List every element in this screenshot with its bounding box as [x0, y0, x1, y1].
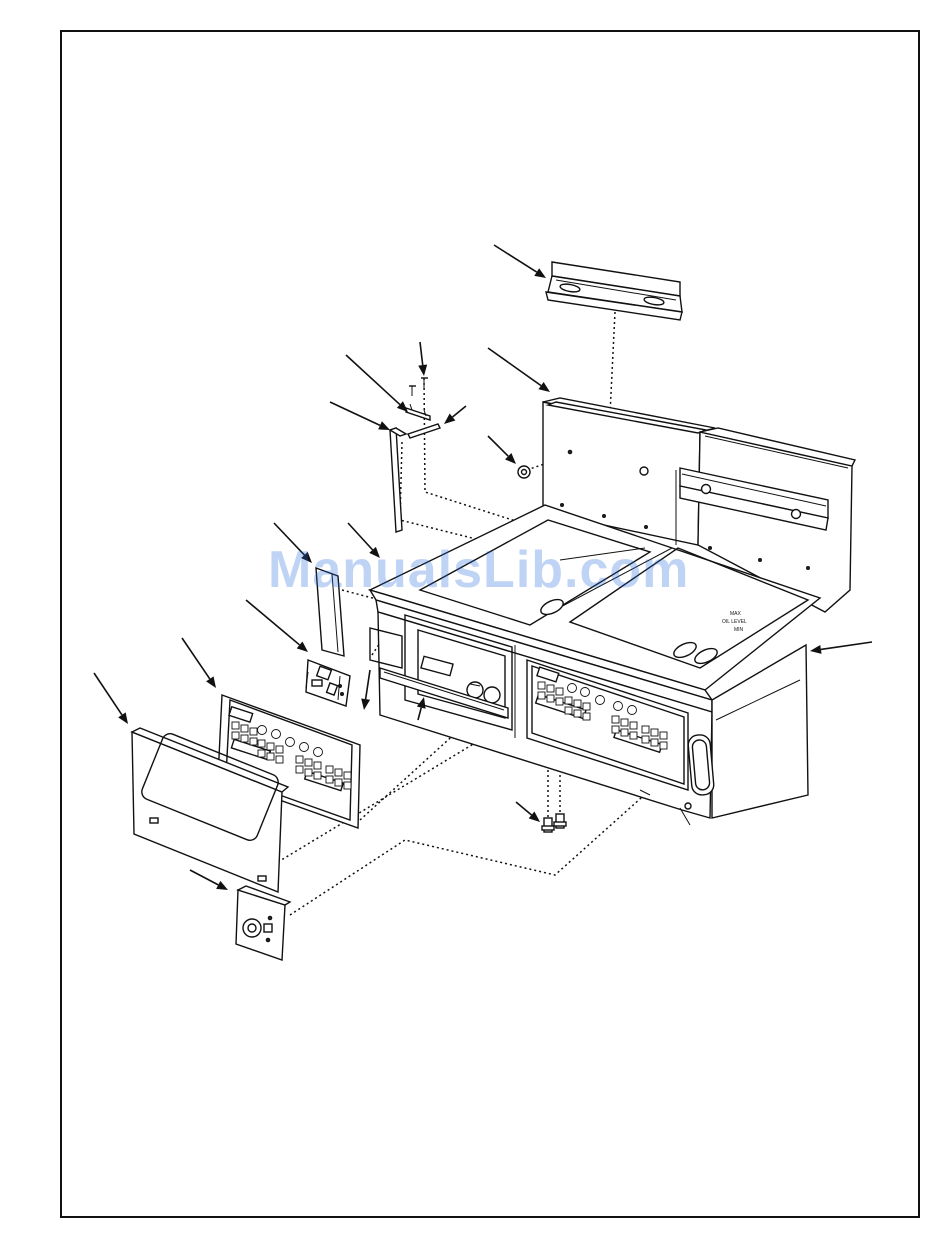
max-mark: MAX — [730, 611, 742, 617]
arrow-icon — [516, 802, 540, 822]
arrow-icon — [488, 348, 550, 392]
circuit-board — [306, 660, 350, 706]
probe-module — [236, 886, 290, 960]
arrow-icon — [810, 642, 872, 654]
arrow-icon — [330, 402, 390, 430]
arrow-icon — [361, 670, 370, 710]
arrow-icon — [444, 406, 466, 424]
arrow-icon — [346, 355, 408, 412]
oil-level-mark: OIL LEVEL — [722, 619, 747, 625]
min-mark: MIN — [734, 627, 744, 633]
arrow-icon — [190, 870, 228, 890]
arrow-icon — [246, 600, 308, 652]
fryer-body: MAX OIL LEVEL MIN — [370, 398, 855, 825]
arrow-icon — [488, 436, 516, 464]
arrow-icon — [418, 342, 427, 376]
fittings — [542, 814, 566, 832]
basket-hanger — [546, 262, 682, 320]
grommet-icon — [518, 466, 530, 478]
watermark-text: ManualsLib.com — [268, 540, 689, 600]
arrow-icon — [94, 673, 128, 724]
hardware — [390, 378, 530, 532]
arrow-icon — [182, 638, 216, 688]
screw-icon — [409, 386, 416, 396]
arrow-icon — [494, 245, 546, 278]
screw-icon — [421, 378, 428, 388]
